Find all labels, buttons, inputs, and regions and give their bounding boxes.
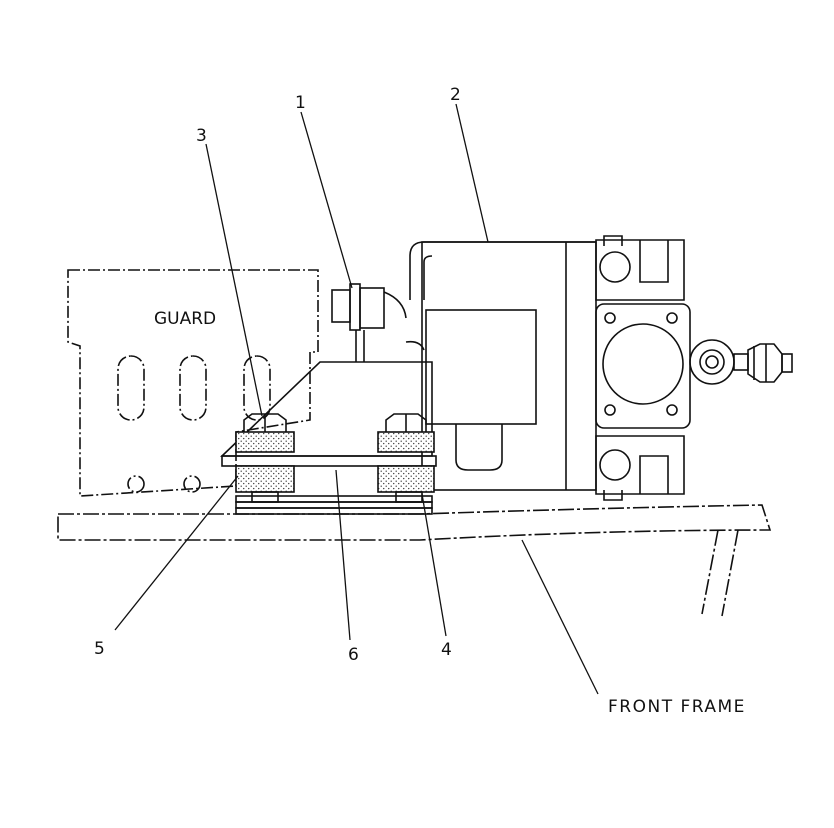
mount-rails [235,495,433,515]
leader-lines [114,103,599,695]
flange [595,235,691,501]
side-fitting [689,339,793,385]
callout-1: 1 [295,93,306,113]
upper-bolt [331,283,425,362]
mounting-bracket [220,361,437,467]
callout-4: 4 [441,640,452,660]
guard-outline [67,269,319,497]
guard-label: GUARD [154,309,216,329]
isolator-left [235,413,295,503]
callout-6: 6 [348,645,359,665]
callout-3: 3 [196,126,207,146]
front-frame [57,504,772,617]
callout-5: 5 [94,639,105,659]
front-frame-label: FRONT FRAME [608,697,746,717]
callout-2: 2 [450,85,461,105]
pump-body [409,241,597,491]
isolator-right [377,413,435,503]
